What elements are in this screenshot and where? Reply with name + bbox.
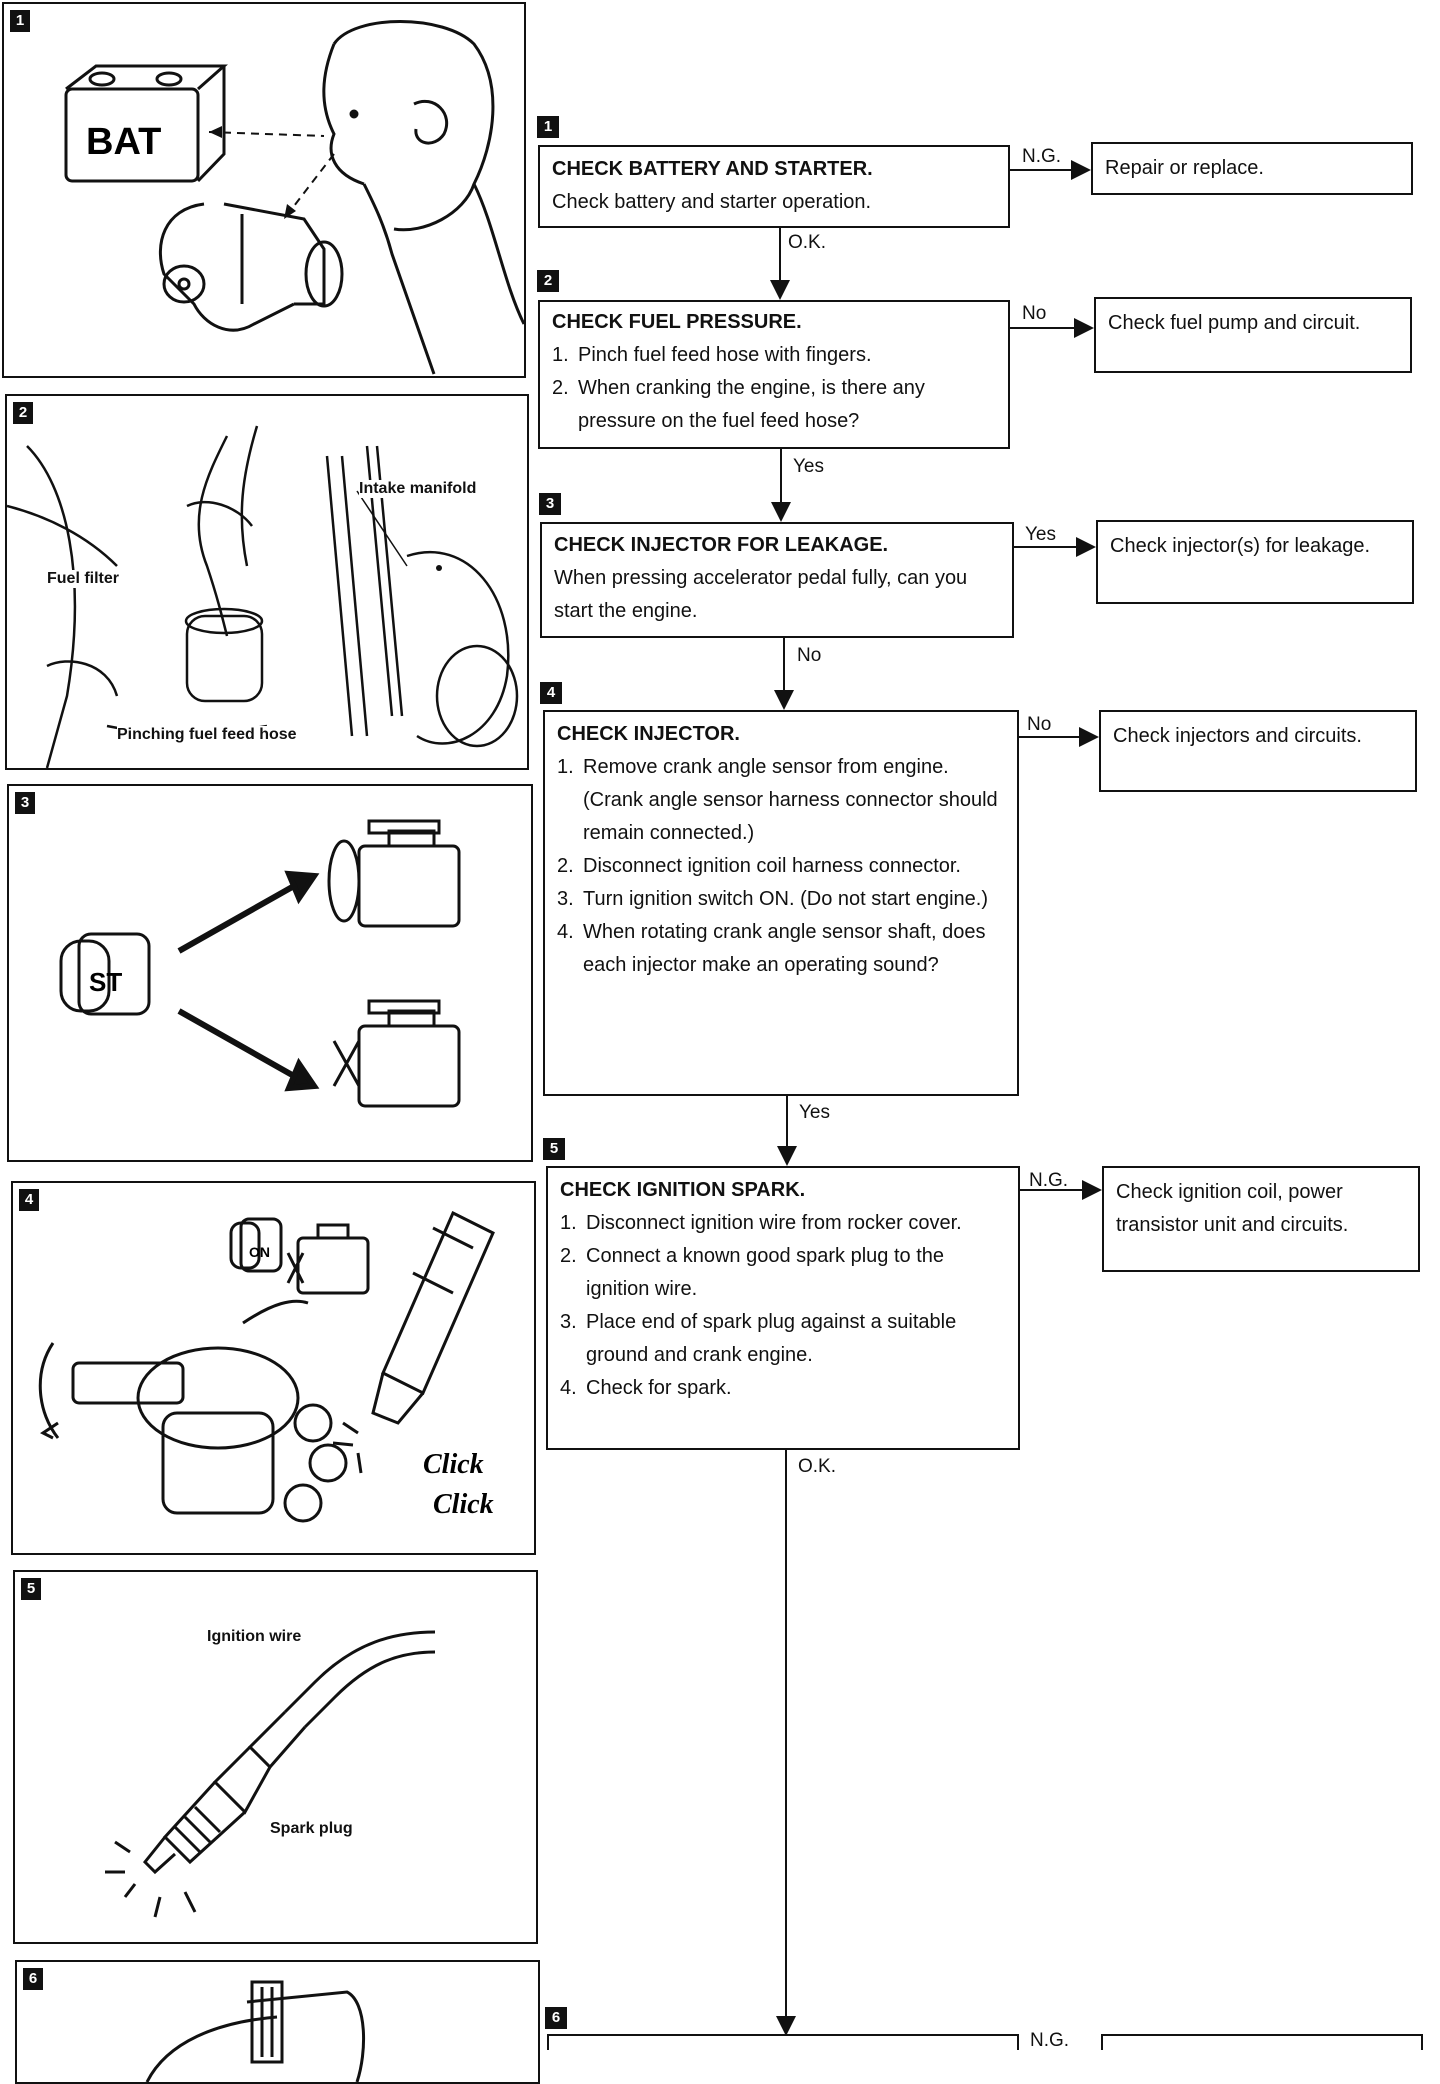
- step-2-next-label: Yes: [793, 456, 824, 477]
- step-2-result-label: No: [1022, 303, 1047, 324]
- illustration-panel-4: 4 ON Click: [11, 1181, 536, 1555]
- step-item: 3.Turn ignition switch ON. (Do not start…: [557, 888, 988, 910]
- step-item: 1.Pinch fuel feed hose with fingers.: [552, 344, 872, 366]
- fuel-filter-label: Fuel filter: [47, 570, 120, 588]
- step-3-next-label: No: [797, 645, 822, 666]
- ignition-wire-label: Ignition wire: [207, 1628, 302, 1646]
- mechanic-head-icon: [322, 20, 524, 375]
- panel-number-badge: 6: [23, 1968, 43, 1990]
- step-4-result-label: No: [1027, 714, 1052, 735]
- step-title: CHECK INJECTOR FOR LEAKAGE.: [554, 534, 889, 556]
- step-box-5: CHECK IGNITION SPARK. 1.Disconnect ignit…: [546, 1166, 1020, 1450]
- step-box-3: CHECK INJECTOR FOR LEAKAGE. When pressin…: [540, 522, 1014, 638]
- step-item: 3.Place end of spark plug against a suit…: [560, 1311, 957, 1366]
- step-items: 1.Pinch fuel feed hose with fingers. 2.W…: [552, 339, 996, 438]
- step-title: CHECK INJECTOR.: [557, 723, 740, 745]
- step-badge-4: 4: [540, 682, 562, 704]
- pinching-hose-label: Pinching fuel feed hose: [117, 726, 297, 744]
- step-items: 1.Remove crank angle sensor from engine.…: [557, 751, 1005, 982]
- step-3-result-label: Yes: [1025, 524, 1056, 545]
- step-badge-5: 5: [543, 1138, 565, 1160]
- battery-starter-illustration: BAT: [64, 20, 524, 375]
- illustration-panel-2: 2 Intake manifold Fuel filter Pinch: [5, 394, 529, 770]
- step-item: 4.When rotating crank angle sensor shaft…: [557, 921, 986, 976]
- step-6-result-label: N.G.: [1030, 2030, 1070, 2051]
- step-badge-6: 6: [545, 2007, 567, 2029]
- step-items: 1.Disconnect ignition wire from rocker c…: [560, 1207, 1006, 1405]
- result-box-4: Check injectors and circuits.: [1099, 710, 1417, 792]
- injector-click-illustration: ON Click Click: [38, 1210, 495, 1523]
- click-sound-label-1: Click: [423, 1449, 484, 1480]
- step-5-next-label: O.K.: [798, 1456, 837, 1477]
- step-item: 2.Connect a known good spark plug to the…: [560, 1245, 945, 1300]
- result-box-1: Repair or replace.: [1091, 142, 1413, 195]
- step-box-2: CHECK FUEL PRESSURE. 1.Pinch fuel feed h…: [538, 300, 1010, 449]
- panel-number-badge: 4: [19, 1189, 39, 1211]
- step-badge-1: 1: [537, 116, 559, 138]
- step-item: 2.Disconnect ignition coil harness conne…: [557, 855, 961, 877]
- illustration-panel-1: 1 BAT: [2, 2, 526, 378]
- step-badge-2: 2: [537, 270, 559, 292]
- step-item: 1.Disconnect ignition wire from rocker c…: [560, 1212, 962, 1234]
- step-item: 1.Remove crank angle sensor from engine.…: [557, 756, 998, 844]
- crank-angle-sensor-icon: [38, 1299, 348, 1523]
- panel-number-badge: 2: [13, 402, 33, 424]
- fuel-injector-icon: [371, 1210, 495, 1425]
- ignition-key-icon: [59, 932, 151, 1016]
- step-badge-3: 3: [539, 493, 561, 515]
- panel-number-badge: 5: [21, 1578, 41, 1600]
- step-1-next-label: O.K.: [788, 232, 827, 253]
- click-sound-label-2: Click: [433, 1489, 494, 1520]
- ignition-wire-icon: [283, 1630, 436, 1729]
- result-box-3: Check injector(s) for leakage.: [1096, 520, 1414, 604]
- panel4-key-label: ON: [249, 1244, 270, 1260]
- step-title: CHECK FUEL PRESSURE.: [552, 311, 802, 333]
- panel-number-badge: 3: [15, 792, 35, 814]
- intake-manifold-label: Intake manifold: [359, 480, 477, 498]
- step-title: CHECK BATTERY AND STARTER.: [552, 158, 873, 180]
- result-box-5: Check ignition coil, power transistor un…: [1102, 1166, 1420, 1272]
- step-title: CHECK IGNITION SPARK.: [560, 1179, 806, 1201]
- spark-plug-icon: [142, 1710, 307, 1875]
- battery-label: BAT: [86, 121, 161, 163]
- battery-icon: [64, 64, 228, 183]
- step-1-result-label: N.G.: [1022, 146, 1062, 167]
- step-body: When pressing accelerator pedal fully, c…: [554, 567, 968, 622]
- step-5-result-label: N.G.: [1029, 1170, 1069, 1191]
- step-item: 4.Check for spark.: [560, 1377, 732, 1399]
- ignition-key-label: ST: [89, 967, 122, 997]
- fuel-hose-illustration: [7, 425, 519, 768]
- step-item: 2.When cranking the engine, is there any…: [552, 377, 925, 432]
- step-body: Check battery and starter operation.: [552, 191, 872, 213]
- spark-plug-illustration: [105, 1630, 436, 1918]
- starter-motor-icon: [158, 202, 344, 332]
- panel-number-badge: 1: [10, 10, 30, 32]
- result-box-2: Check fuel pump and circuit.: [1094, 297, 1412, 373]
- spark-plug-label: Spark plug: [270, 1820, 353, 1838]
- illustration-panel-5: 5 Ignition wire Spark plug: [13, 1570, 538, 1944]
- step-box-4: CHECK INJECTOR. 1.Remove crank angle sen…: [543, 710, 1019, 1096]
- ignition-start-illustration: ST: [59, 819, 461, 1108]
- step-4-next-label: Yes: [799, 1102, 830, 1123]
- illustration-panel-3: 3 ST: [7, 784, 533, 1162]
- engine-stopped-icon: [332, 999, 461, 1108]
- engine-running-icon: [327, 819, 461, 928]
- step-box-1: CHECK BATTERY AND STARTER. Check battery…: [538, 145, 1010, 228]
